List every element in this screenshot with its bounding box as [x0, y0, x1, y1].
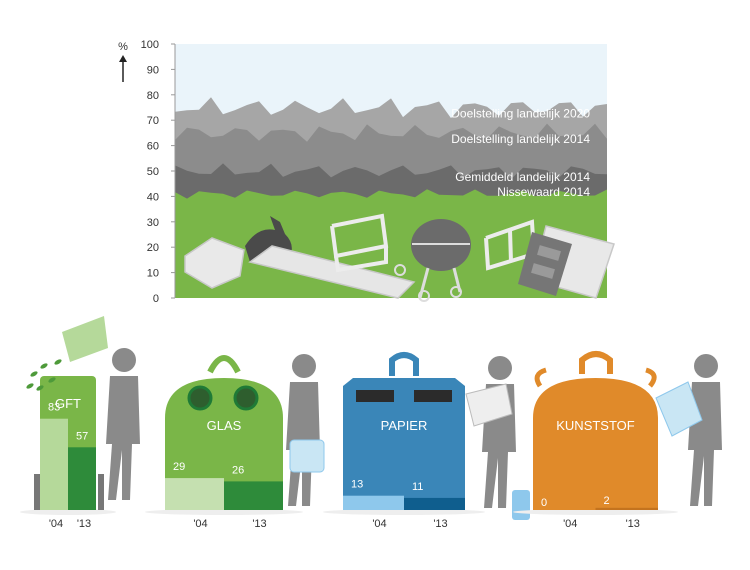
bar-value-label: 11 [412, 481, 423, 493]
paper-slot [414, 390, 452, 402]
year-label: '04 [193, 518, 207, 530]
waste-illustration [184, 213, 615, 302]
gft-lid-icon [62, 316, 108, 362]
bar-value-label: 2 [604, 495, 610, 507]
leaf-icon [48, 377, 56, 383]
person-icon [688, 354, 722, 506]
y-tick-label: 60 [147, 141, 159, 153]
bar-gft-04 [40, 418, 68, 510]
container-handle [389, 352, 419, 376]
bin-wheel [34, 474, 40, 510]
ground-shadow [513, 509, 678, 515]
y-tick-label: 90 [147, 64, 159, 76]
paper-stack-icon [465, 383, 513, 427]
leaf-icon [40, 363, 48, 369]
band-label: Gemiddeld landelijk 2014 [455, 170, 590, 184]
bar-value-label: 57 [76, 430, 88, 442]
container-kunststof: 0 '04 2 '13 KUNSTSTOF [513, 351, 722, 530]
person-icon [482, 356, 516, 508]
band-labels: Doelstelling landelijk 2020Doelstelling … [451, 107, 590, 199]
bar-papier-04 [343, 495, 404, 510]
leaf-icon [36, 385, 44, 391]
bar-value-label: 26 [232, 464, 244, 476]
year-label: '13 [252, 518, 266, 530]
barbecue-icon [394, 219, 471, 302]
ground-shadow [20, 509, 116, 515]
y-axis-ticks: 0 10 20 30 40 50 60 70 80 90 100 [141, 39, 175, 305]
glass-slot [187, 385, 213, 411]
year-label: '04 [372, 518, 386, 530]
bar-glas-13 [224, 481, 283, 510]
container-label: KUNSTSTOF [556, 418, 635, 433]
year-label: '13 [626, 518, 640, 530]
bar-value-label: 83 [48, 402, 60, 414]
container-handle [579, 351, 613, 374]
band-label: Nissewaard 2014 [497, 185, 590, 199]
year-label: '04 [49, 518, 63, 530]
y-tick-label: 20 [147, 242, 159, 254]
ground-shadow [145, 509, 303, 515]
paper-slot [356, 390, 394, 402]
container-gft: 83 '04 57 '13 GFT [20, 316, 140, 530]
ground-shadow [323, 509, 485, 515]
target-band [175, 189, 607, 298]
person-icon [106, 348, 140, 500]
plastic-bag-icon [655, 381, 703, 437]
leaf-icon [54, 359, 62, 365]
y-tick-label: 30 [147, 217, 159, 229]
leaf-icon [30, 371, 38, 377]
y-tick-label: 0 [153, 293, 159, 305]
filing-cabinet-icon [518, 225, 615, 299]
y-tick-label: 80 [147, 90, 159, 102]
container-body [165, 378, 283, 510]
y-tick-label: 40 [147, 191, 159, 203]
container-hooks [534, 367, 657, 388]
year-label: '13 [77, 518, 91, 530]
bar-kunststof-13 [595, 507, 658, 510]
person-icon [286, 354, 320, 506]
glass-bag-icon [289, 439, 325, 473]
year-label: '13 [433, 518, 447, 530]
leaf-icon [26, 383, 34, 389]
band-label: Doelstelling landelijk 2020 [451, 107, 590, 121]
recycling-containers: 83 '04 57 '13 GFT 29 '04 26 '13 GLAS 13 '04 11 '13 PAP… [20, 316, 722, 530]
y-axis-unit: % [118, 41, 128, 53]
year-label: '04 [563, 518, 577, 530]
glass-slot [233, 385, 259, 411]
recycling-target-chart: 0 10 20 30 40 50 60 70 80 90 100 % Doelstelling la… [118, 39, 615, 305]
bin-wheel [98, 474, 104, 510]
container-handle [207, 355, 241, 374]
y-tick-label: 50 [147, 166, 159, 178]
container-label: GFT [55, 396, 81, 411]
band-label: Doelstelling landelijk 2014 [451, 132, 590, 146]
container-body [533, 378, 658, 510]
container-papier: 13 '04 11 '13 PAPIER [323, 352, 530, 530]
y-axis-arrow-head [119, 55, 127, 62]
bottle-icon [512, 490, 530, 520]
container-label: GLAS [207, 418, 242, 433]
bar-value-label: 13 [351, 479, 363, 491]
container-label: PAPIER [381, 418, 428, 433]
board-icon [248, 245, 416, 299]
cardboard-box-icon [184, 237, 245, 289]
y-tick-label: 70 [147, 115, 159, 127]
container-body [343, 378, 465, 510]
bar-gft-13 [68, 447, 96, 510]
y-tick-label: 10 [147, 268, 159, 280]
bar-papier-13 [404, 497, 465, 510]
bar-glas-04 [165, 478, 224, 510]
bar-value-label: 29 [173, 461, 185, 473]
container-glas: 29 '04 26 '13 GLAS [145, 354, 325, 530]
y-tick-label: 100 [141, 39, 159, 51]
chair-frame-icon [330, 213, 389, 273]
bar-value-label: 0 [541, 497, 547, 509]
